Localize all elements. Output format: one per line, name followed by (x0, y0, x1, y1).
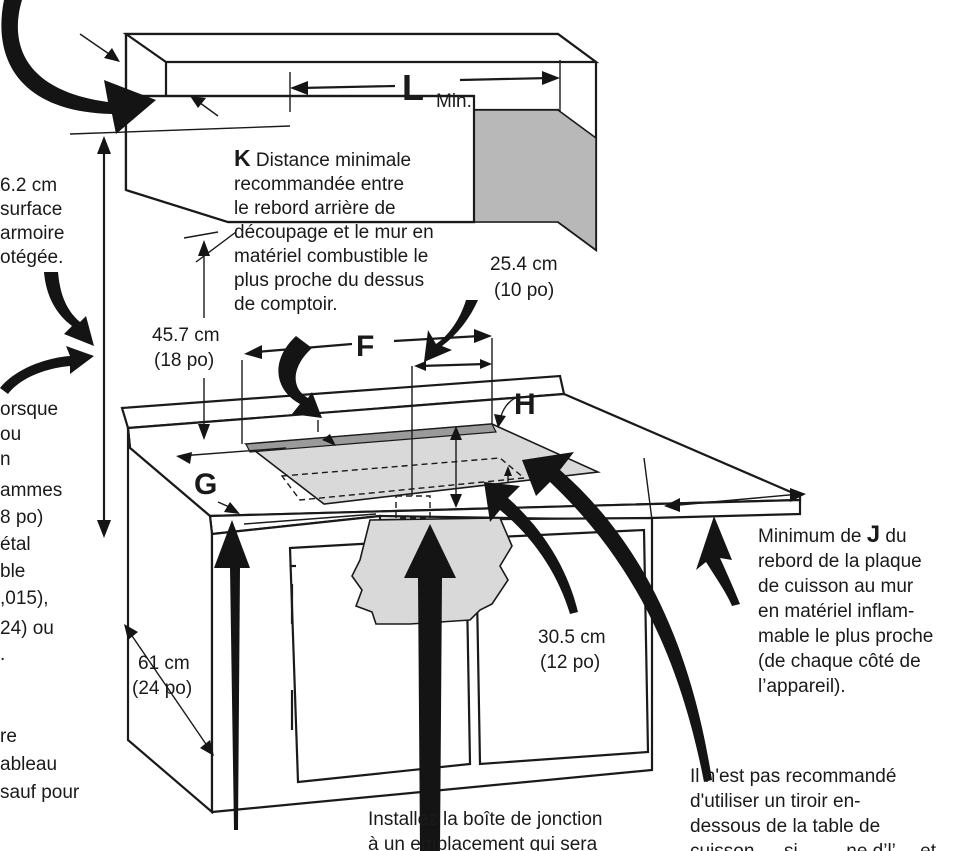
label-45-7-po: (18 po) (154, 350, 214, 371)
left-bottom-note: re ableau sauf pour (0, 726, 80, 803)
J-suffix: du (880, 526, 906, 547)
left-mid-line-4: 8 po) (0, 507, 43, 528)
dimension-F: F (241, 329, 493, 444)
junction-line-0: Installez la boîte de jonction (368, 809, 603, 830)
left-bottom-line-2: sauf pour (0, 782, 80, 803)
K-letter: K (234, 145, 251, 171)
left-top-line-2: armoire (0, 223, 64, 244)
curved-arrow-top-left (1, 0, 156, 134)
left-mid-line-9: . (0, 644, 5, 665)
svg-text:Minimum de J du: Minimum de J du (758, 521, 907, 548)
J-line-4: (de chaque côté de (758, 651, 921, 672)
label-25-4-cm: 25.4 cm (490, 254, 558, 275)
left-mid-line-0: orsque (0, 399, 58, 420)
dimension-25-4: 25.4 cm (10 po) (424, 254, 558, 362)
drawer-line-2: dessous de la table de (690, 816, 880, 837)
dimension-H: H (450, 388, 536, 508)
label-30-5-cm: 30.5 cm (538, 627, 606, 648)
dimension-45-7: 45.7 cm (18 po) (152, 231, 237, 440)
left-mid-line-5: étal (0, 534, 31, 555)
svg-text:K Distance minimale: K Distance minimale (234, 145, 411, 171)
label-61-cm: 61 cm (138, 653, 190, 674)
dimension-G: G (176, 447, 377, 525)
K-line-0: Distance minimale (251, 150, 412, 171)
J-line-1: de cuisson au mur (758, 576, 914, 597)
dimension-L: L Min. (289, 60, 561, 112)
dimension-61: 61 cm (24 po) (124, 624, 214, 756)
label-25-4-po: (10 po) (494, 280, 554, 301)
K-line-1: recommandée entre (234, 174, 404, 195)
K-line-2: le rebord arrière de (234, 198, 396, 219)
label-H: H (514, 388, 536, 421)
K-line-6: de comptoir. (234, 294, 338, 315)
overhead-cabinet (122, 32, 600, 253)
label-L-min: Min. (436, 91, 472, 112)
left-mid-line-7: ,015), (0, 588, 49, 609)
left-mid-line-2: n (0, 449, 11, 470)
J-line-0: rebord de la plaque (758, 551, 922, 572)
junction-line-1: à un emplacement qui sera (368, 834, 598, 851)
label-45-7-cm: 45.7 cm (152, 325, 220, 346)
J-line-3: mable le plus proche (758, 626, 933, 647)
left-mid-line-6: ble (0, 561, 25, 582)
left-bottom-line-1: ableau (0, 754, 57, 775)
left-top-line-0: 6.2 cm (0, 175, 57, 196)
left-top-line-3: otégée. (0, 247, 63, 268)
left-mid-note: orsque ou n ammes 8 po) étal ble ,015), … (0, 399, 62, 665)
left-top-note: 6.2 cm surface armoire otégée. (0, 175, 64, 268)
left-mid-line-1: ou (0, 424, 21, 445)
dimension-30-5: 30.5 cm (12 po) (538, 627, 606, 673)
drawer-line-1: d'utiliser un tiroir en- (690, 791, 860, 812)
junction-note: Installez la boîte de jonction à un empl… (368, 809, 603, 851)
left-top-line-1: surface (0, 199, 62, 220)
left-curved-arrows (0, 272, 94, 394)
vertical-dimension-line (69, 125, 291, 538)
K-line-3: découpage et le mur en (234, 222, 434, 243)
J-note: Minimum de J du rebord de la plaque de c… (758, 521, 933, 697)
J-letter: J (867, 521, 880, 548)
label-30-5-po: (12 po) (540, 652, 600, 673)
left-mid-line-8: 24) ou (0, 618, 54, 639)
J-line-5: l’appareil). (758, 676, 846, 697)
dimension-J (643, 457, 806, 521)
curved-arrow-K (278, 336, 336, 446)
K-line-4: matériel combustible le (234, 246, 428, 267)
label-61-po: (24 po) (132, 678, 192, 699)
label-G: G (194, 468, 217, 501)
J-prefix: Minimum de (758, 526, 867, 547)
left-mid-line-3: ammes (0, 480, 62, 501)
left-bottom-line-0: re (0, 726, 17, 747)
drawer-line-3: cuisson … si …… ne d’l’… et (690, 841, 937, 851)
drawer-line-0: Il n'est pas recommandé (690, 766, 896, 787)
cabinet-depth-arrows (79, 33, 219, 117)
J-line-2: en matériel inflam- (758, 601, 914, 622)
label-F: F (356, 330, 374, 363)
bottom-arrows (214, 452, 740, 851)
K-line-5: plus proche du dessus (234, 270, 424, 291)
drawer-note: Il n'est pas recommandé d'utiliser un ti… (690, 766, 937, 851)
K-note: K Distance minimale recommandée entre le… (234, 145, 434, 315)
label-L: L (402, 67, 424, 108)
